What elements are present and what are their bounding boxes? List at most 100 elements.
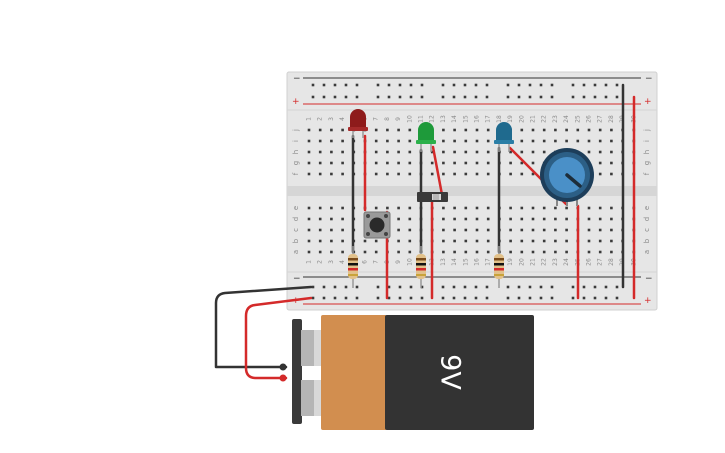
breadboard-hole[interactable] xyxy=(610,150,613,154)
breadboard-hole[interactable] xyxy=(442,128,445,132)
breadboard-hole[interactable] xyxy=(509,172,512,176)
breadboard-hole[interactable] xyxy=(509,206,512,210)
breadboard-hole[interactable] xyxy=(330,139,333,143)
breadboard-hole[interactable] xyxy=(408,172,412,176)
breadboard-hole[interactable] xyxy=(341,139,344,143)
breadboard-hole[interactable] xyxy=(330,206,333,210)
breadboard-hole[interactable] xyxy=(528,95,532,99)
breadboard-hole[interactable] xyxy=(322,285,326,289)
breadboard-hole[interactable] xyxy=(374,150,378,154)
breadboard-hole[interactable] xyxy=(464,161,468,165)
breadboard-hole[interactable] xyxy=(408,128,412,132)
breadboard-hole[interactable] xyxy=(322,296,326,300)
breadboard-hole[interactable] xyxy=(387,296,391,300)
breadboard-hole[interactable] xyxy=(486,128,490,132)
breadboard-hole[interactable] xyxy=(330,228,333,232)
breadboard-hole[interactable] xyxy=(598,161,602,165)
breadboard-hole[interactable] xyxy=(397,250,400,254)
breadboard-hole[interactable] xyxy=(474,296,478,300)
breadboard-hole[interactable] xyxy=(531,217,535,221)
breadboard-hole[interactable] xyxy=(408,150,412,154)
breadboard-hole[interactable] xyxy=(615,95,619,99)
breadboard-hole[interactable] xyxy=(485,83,489,87)
breadboard-hole[interactable] xyxy=(344,296,348,300)
breadboard-hole[interactable] xyxy=(509,228,512,232)
breadboard-hole[interactable] xyxy=(542,206,546,210)
breadboard-hole[interactable] xyxy=(485,296,489,300)
breadboard-hole[interactable] xyxy=(453,239,456,243)
breadboard-hole[interactable] xyxy=(318,250,322,254)
breadboard-hole[interactable] xyxy=(598,128,602,132)
breadboard-hole[interactable] xyxy=(587,139,591,143)
breadboard-hole[interactable] xyxy=(341,250,344,254)
breadboard-hole[interactable] xyxy=(318,139,322,143)
breadboard-hole[interactable] xyxy=(571,95,575,99)
breadboard-hole[interactable] xyxy=(554,217,557,221)
breadboard-hole[interactable] xyxy=(307,139,311,143)
breadboard-hole[interactable] xyxy=(475,250,479,254)
breadboard-hole[interactable] xyxy=(598,206,602,210)
breadboard-hole[interactable] xyxy=(318,150,322,154)
breadboard-hole[interactable] xyxy=(397,150,400,154)
breadboard-hole[interactable] xyxy=(550,296,554,300)
breadboard-hole[interactable] xyxy=(475,239,479,243)
breadboard-hole[interactable] xyxy=(582,296,586,300)
breadboard-hole[interactable] xyxy=(307,150,311,154)
breadboard-hole[interactable] xyxy=(520,161,524,165)
breadboard-hole[interactable] xyxy=(598,150,602,154)
breadboard-hole[interactable] xyxy=(582,95,586,99)
breadboard-hole[interactable] xyxy=(598,239,602,243)
breadboard-hole[interactable] xyxy=(587,250,591,254)
breadboard-hole[interactable] xyxy=(565,228,568,232)
breadboard-hole[interactable] xyxy=(355,83,359,87)
breadboard-hole[interactable] xyxy=(531,161,535,165)
breadboard-hole[interactable] xyxy=(604,285,608,289)
breadboard-hole[interactable] xyxy=(598,139,602,143)
breadboard-hole[interactable] xyxy=(307,228,311,232)
breadboard-hole[interactable] xyxy=(453,172,456,176)
breadboard-hole[interactable] xyxy=(571,83,575,87)
breadboard-hole[interactable] xyxy=(442,217,445,221)
breadboard-hole[interactable] xyxy=(571,285,575,289)
breadboard-hole[interactable] xyxy=(442,239,445,243)
breadboard-hole[interactable] xyxy=(542,217,546,221)
breadboard-hole[interactable] xyxy=(397,128,400,132)
breadboard-hole[interactable] xyxy=(554,239,557,243)
breadboard-hole[interactable] xyxy=(307,250,311,254)
breadboard-hole[interactable] xyxy=(517,95,521,99)
breadboard-hole[interactable] xyxy=(604,296,608,300)
breadboard-hole[interactable] xyxy=(506,285,510,289)
breadboard-hole[interactable] xyxy=(576,139,580,143)
led-green[interactable] xyxy=(416,122,436,152)
led-blue[interactable] xyxy=(494,122,514,152)
breadboard-hole[interactable] xyxy=(330,128,333,132)
breadboard-hole[interactable] xyxy=(387,83,391,87)
breadboard-hole[interactable] xyxy=(517,285,521,289)
breadboard-hole[interactable] xyxy=(333,296,337,300)
breadboard-hole[interactable] xyxy=(582,83,586,87)
breadboard-hole[interactable] xyxy=(475,172,479,176)
breadboard-hole[interactable] xyxy=(442,206,445,210)
breadboard-hole[interactable] xyxy=(464,150,468,154)
breadboard-hole[interactable] xyxy=(307,161,311,165)
breadboard-hole[interactable] xyxy=(486,150,490,154)
breadboard-hole[interactable] xyxy=(542,139,546,143)
breadboard-hole[interactable] xyxy=(486,161,490,165)
breadboard-hole[interactable] xyxy=(587,206,591,210)
breadboard-hole[interactable] xyxy=(330,172,333,176)
breadboard-hole[interactable] xyxy=(452,296,456,300)
breadboard-hole[interactable] xyxy=(506,296,510,300)
breadboard-hole[interactable] xyxy=(355,95,359,99)
breadboard-hole[interactable] xyxy=(374,172,378,176)
breadboard-hole[interactable] xyxy=(464,206,468,210)
breadboard-hole[interactable] xyxy=(453,206,456,210)
breadboard-hole[interactable] xyxy=(333,83,337,87)
breadboard-hole[interactable] xyxy=(587,128,591,132)
breadboard-hole[interactable] xyxy=(520,206,524,210)
breadboard-hole[interactable] xyxy=(442,161,445,165)
breadboard-hole[interactable] xyxy=(318,217,322,221)
breadboard-hole[interactable] xyxy=(318,228,322,232)
breadboard-hole[interactable] xyxy=(386,172,389,176)
breadboard-hole[interactable] xyxy=(398,83,402,87)
breadboard-hole[interactable] xyxy=(531,150,535,154)
